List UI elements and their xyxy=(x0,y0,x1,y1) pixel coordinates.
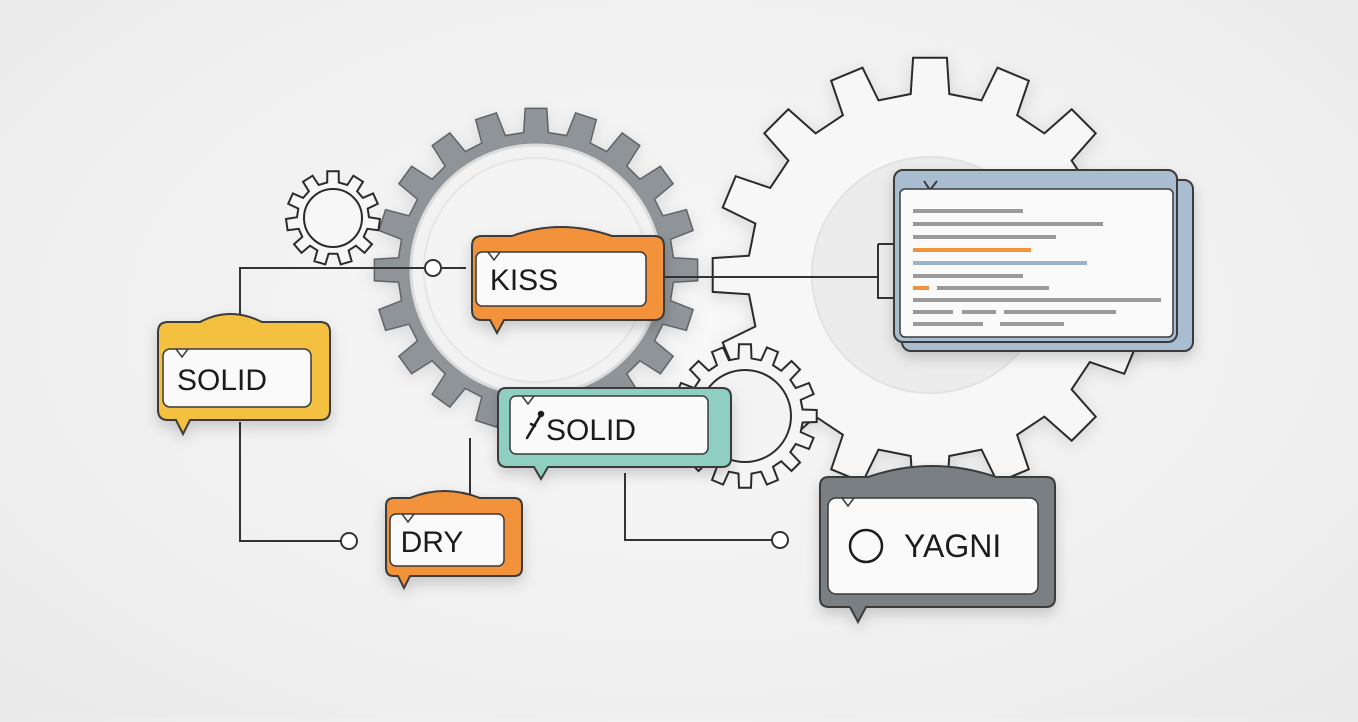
code-window xyxy=(893,169,1194,352)
wrench-icon xyxy=(525,410,545,440)
solid-tag-left: SOLID xyxy=(157,313,331,437)
kiss-tag: KISS xyxy=(471,226,665,336)
connector-nodes xyxy=(340,259,789,550)
yagni-tag-label: YAGNI xyxy=(904,528,1001,564)
solid-tag-center: SOLID xyxy=(497,387,732,481)
solid-tag-center-label: SOLID xyxy=(546,414,636,447)
circle-icon xyxy=(848,528,884,564)
small-gear-top-left xyxy=(284,170,382,266)
dry-tag-label: DRY xyxy=(401,526,464,559)
yagni-tag: YAGNI xyxy=(819,465,1056,625)
connector-lines xyxy=(239,243,896,542)
code-lines xyxy=(913,209,1161,326)
solid-tag-left-label: SOLID xyxy=(177,364,267,397)
dry-tag: DRY xyxy=(385,490,523,591)
kiss-tag-label: KISS xyxy=(490,264,558,297)
